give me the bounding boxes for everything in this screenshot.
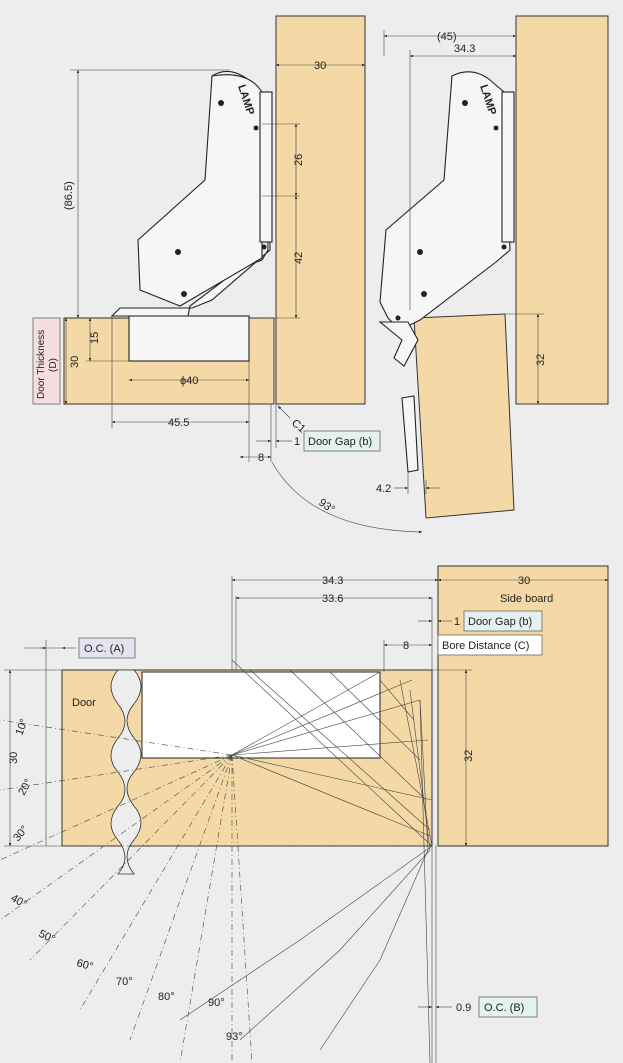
dim-34-3-top: 34.3 <box>454 43 475 55</box>
door-gap-label-bottom: Door Gap (b) <box>468 616 532 628</box>
dim-42: 42 <box>293 252 305 264</box>
dim-33-6: 33.6 <box>322 593 343 605</box>
side-board <box>437 565 609 847</box>
side-panel-left <box>275 15 366 405</box>
closed-hinge-view: LAMP <box>63 15 366 405</box>
bore-distance-label: Bore Distance (C) <box>442 640 529 652</box>
angle-40: 40° <box>9 892 29 911</box>
angle-93-top: 93° <box>316 497 337 516</box>
opening-angle-lines <box>0 659 438 1063</box>
angle-70: 70° <box>116 976 133 988</box>
angle-30: 30° <box>11 823 31 843</box>
dim-86-5: (86.5) <box>63 181 75 210</box>
swing-arc-93 <box>271 461 423 534</box>
open-hinge-dimensions: (45) 34.3 32 4.2 <box>376 30 547 495</box>
break-line <box>110 669 142 875</box>
angle-80: 80° <box>158 991 175 1003</box>
open-hinge-view: LAMP <box>378 15 609 519</box>
dim-30-top: 30 <box>314 60 326 72</box>
angle-93: 93° <box>226 1031 243 1043</box>
door-edge-plate <box>401 395 419 473</box>
oc-b-box <box>478 996 538 1018</box>
dim-32-top: 32 <box>535 354 547 366</box>
hinge-plate-open <box>501 91 515 243</box>
door-thickness-label-line1: Door Thickness <box>36 330 47 399</box>
door-gap-box-bottom <box>463 610 543 632</box>
oc-a-label: O.C. (A) <box>84 643 124 655</box>
dim-8-bottom: 8 <box>403 640 409 652</box>
side-board-label: Side board <box>500 593 553 605</box>
cup-bore-bottom <box>141 671 381 759</box>
open-door-panel <box>413 313 515 519</box>
hinge-plate-closed <box>259 91 273 243</box>
dim-30-side: 30 <box>69 356 81 368</box>
dim-30-bottom-top: 30 <box>518 575 530 587</box>
hinge-arm-open <box>379 71 511 331</box>
bore-distance-box <box>437 634 543 656</box>
screw-2 <box>175 249 181 255</box>
dim-8-top: 8 <box>258 452 264 464</box>
angle-60: 60° <box>75 957 94 973</box>
dim-32-bottom: 32 <box>463 750 475 762</box>
dim-1-bottom: 1 <box>454 616 460 628</box>
dim-0-9: 0.9 <box>456 1002 471 1014</box>
cup-bore <box>128 315 250 362</box>
door-gap-label-top: Door Gap (b) <box>308 436 372 448</box>
door-thickness-label-line2: (D) <box>48 358 59 372</box>
dim-45-5: 45.5 <box>168 417 189 429</box>
screw-1 <box>218 100 224 106</box>
dim-30-bottom-left: 30 <box>8 752 20 764</box>
door-label: Door <box>72 697 96 709</box>
oc-b-label: O.C. (B) <box>484 1002 524 1014</box>
dim-45-paren: (45) <box>437 31 457 43</box>
dim-4-2: 4.2 <box>376 483 391 495</box>
side-panel-right <box>515 15 609 405</box>
angle-90: 90° <box>208 997 225 1009</box>
angle-10: 10° <box>14 717 31 737</box>
dim-34-3-bottom: 34.3 <box>322 575 343 587</box>
dim-1-top: 1 <box>294 436 300 448</box>
dim-26: 26 <box>293 154 305 166</box>
angle-20: 20° <box>16 777 35 797</box>
closed-hinge-dimensions: 30 (86.5) 26 42 15 30 Door Thickness (D)… <box>32 60 423 534</box>
screw-3 <box>181 291 187 297</box>
opening-diagram-dimensions: 34.3 33.6 30 1 Door Gap (b) 8 Bore Dista… <box>4 575 609 1018</box>
dim-phi40: ϕ40 <box>180 375 198 387</box>
door-thickness-box <box>32 317 61 405</box>
dim-15: 15 <box>89 332 101 344</box>
angle-50: 50° <box>37 928 57 946</box>
door-gap-box-top <box>303 430 381 452</box>
oc-a-box <box>78 637 136 659</box>
